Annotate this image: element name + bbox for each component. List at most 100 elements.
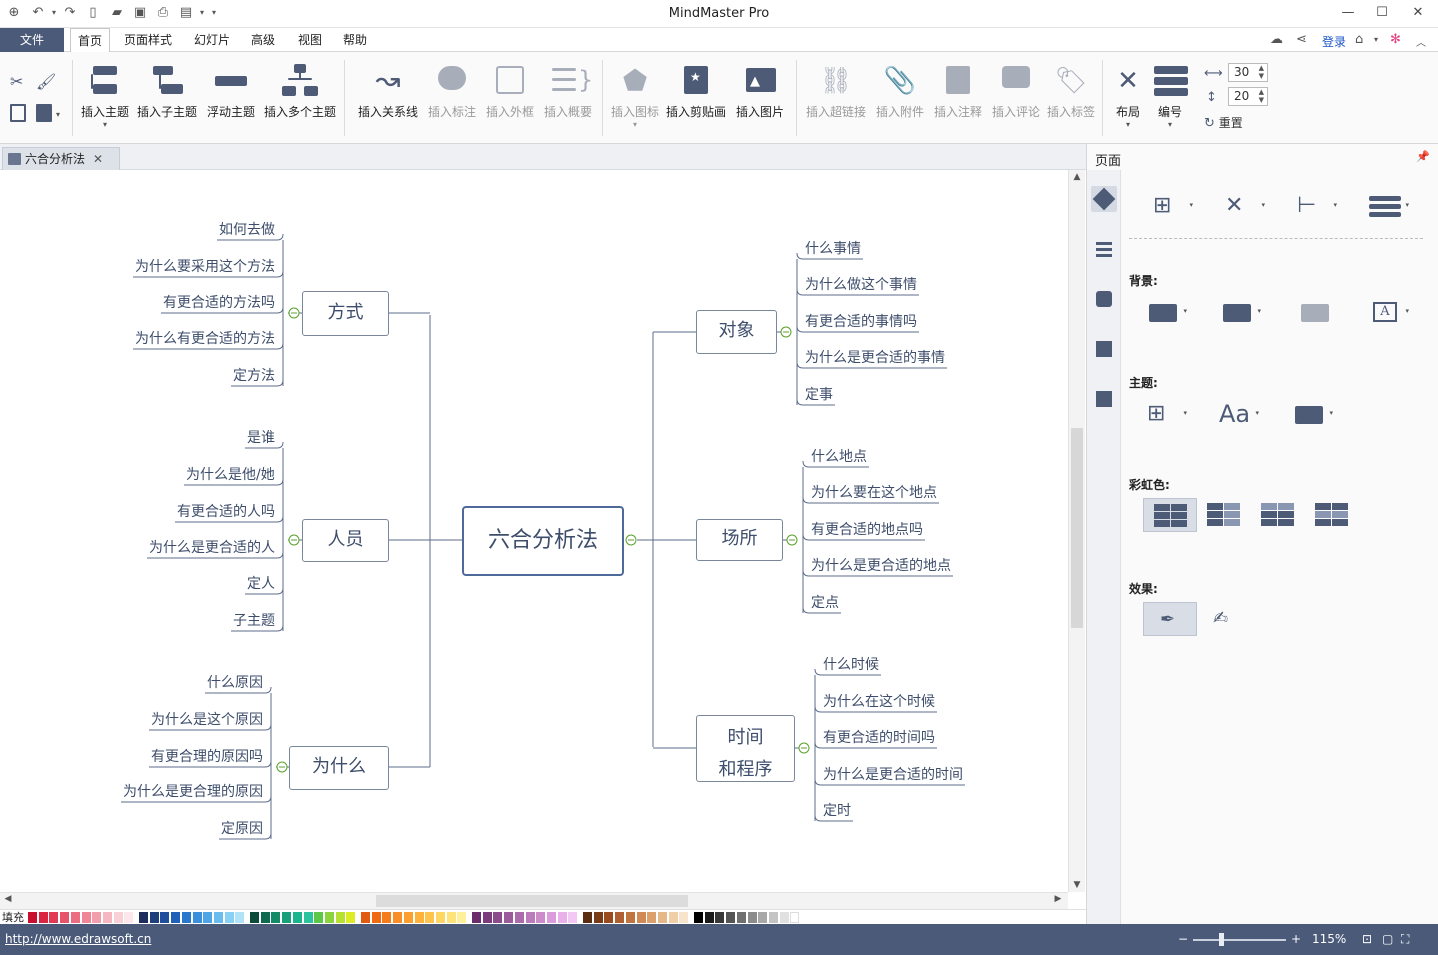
insert-topic-button[interactable]: 插入主题 ▾ [78, 60, 132, 138]
subtopic[interactable]: 什么原因 [207, 675, 263, 691]
subtopic[interactable]: 为什么有更合适的方法 [135, 331, 275, 347]
pin-pane-icon[interactable]: 📌 [1416, 150, 1430, 163]
subtopic[interactable]: 什么地点 [811, 449, 867, 465]
skin-icon[interactable]: ⌂ [1355, 32, 1364, 47]
main-topic-2-right[interactable]: 场所 [696, 519, 783, 561]
share-icon[interactable]: ⋖ [1296, 32, 1307, 47]
color-swatch[interactable] [736, 912, 746, 923]
insert-callout-button[interactable]: 插入标注 [424, 60, 480, 138]
theme-button[interactable]: ⊞▾ [1147, 401, 1187, 426]
paste-dropdown-icon[interactable]: ▾ [56, 110, 61, 119]
layout-style-cross[interactable]: ✕▾ [1225, 193, 1265, 218]
watermark-button[interactable]: A▾ [1359, 294, 1411, 330]
color-swatch[interactable] [235, 912, 245, 923]
color-swatch[interactable] [382, 912, 392, 923]
main-topic-2-left[interactable]: 人员 [302, 519, 389, 562]
fit-page-icon[interactable]: ⊡ [1362, 932, 1373, 946]
color-swatch[interactable] [414, 912, 424, 923]
color-swatch[interactable] [203, 912, 213, 923]
zoom-slider-handle[interactable] [1219, 933, 1224, 946]
vertical-scrollbar[interactable]: ▲ ▼ [1068, 170, 1085, 892]
subtopic[interactable]: 有更合适的事情吗 [805, 314, 917, 330]
tab-page-style[interactable]: 页面样式 [124, 33, 173, 47]
subtopic[interactable]: 是谁 [247, 430, 275, 446]
color-swatch[interactable] [493, 912, 503, 923]
insert-hyperlink-button[interactable]: ⛓ 插入超链接 [804, 60, 868, 138]
file-menu[interactable]: 文件 [0, 28, 64, 52]
fit-width-icon[interactable]: ▢ [1382, 932, 1394, 946]
skin-dropdown-icon[interactable]: ▾ [1374, 35, 1379, 44]
main-topic-3-left[interactable]: 为什么 [289, 746, 389, 790]
insert-multiple-topics-button[interactable]: 插入多个主题 [262, 60, 338, 138]
subtopic[interactable]: 为什么是更合适的时间 [823, 767, 963, 783]
subtopic[interactable]: 为什么是更合适的地点 [811, 558, 951, 574]
insert-image-button[interactable]: ▲ 插入图片 [732, 60, 788, 138]
color-swatch[interactable] [260, 912, 270, 923]
color-swatch[interactable] [160, 912, 170, 923]
subtopic[interactable]: 定时 [823, 803, 851, 819]
subtopic[interactable]: 定人 [247, 576, 275, 592]
tab-home[interactable]: 首页 [70, 28, 111, 53]
tab-help[interactable]: 帮助 [343, 33, 368, 47]
insert-subtopic-button[interactable]: 插入子主题 [134, 60, 200, 138]
numbering-dropdown-icon[interactable]: ▾ [1167, 120, 1172, 129]
export-icon[interactable]: ▤ [179, 5, 193, 20]
insert-icon-dropdown-icon[interactable]: ▾ [632, 120, 637, 129]
subtopic[interactable]: 有更合适的地点吗 [811, 522, 923, 538]
main-topic-1-left[interactable]: 方式 [302, 291, 389, 336]
subtopic[interactable]: 为什么是他/她 [186, 467, 275, 483]
subtopic[interactable]: 有更合理的原因吗 [151, 749, 263, 765]
subtopic[interactable]: 为什么在这个时候 [823, 694, 935, 710]
color-swatch[interactable] [482, 912, 492, 923]
color-swatch[interactable] [70, 912, 80, 923]
color-swatch[interactable] [81, 912, 91, 923]
subtopic[interactable]: 为什么是这个原因 [151, 712, 263, 728]
color-swatch[interactable] [435, 912, 445, 923]
color-swatch[interactable] [472, 912, 481, 923]
clipart-panel-icon[interactable] [1091, 336, 1117, 362]
color-swatch[interactable] [568, 912, 578, 923]
subtopic[interactable]: 为什么做这个事情 [805, 277, 917, 293]
color-swatch[interactable] [790, 912, 800, 923]
background-color-button[interactable]: ▾ [1137, 294, 1189, 330]
tab-advanced[interactable]: 高级 [251, 33, 276, 47]
zoom-slider[interactable] [1193, 933, 1286, 946]
subtopic[interactable]: 为什么是更合适的事情 [805, 350, 945, 366]
color-swatch[interactable] [393, 912, 403, 923]
subtopic[interactable]: 什么事情 [805, 241, 861, 257]
subtopic[interactable]: 有更合适的人吗 [177, 504, 275, 520]
rainbow-option-4[interactable] [1305, 498, 1359, 532]
insert-boundary-button[interactable]: 插入外框 [482, 60, 538, 138]
subtopic[interactable]: 为什么要采用这个方法 [135, 259, 275, 275]
page-style-icon[interactable] [1091, 186, 1117, 212]
horizontal-scroll-thumb[interactable] [376, 895, 688, 907]
export-dropdown-icon[interactable]: ▾ [199, 8, 204, 17]
color-swatch[interactable] [92, 912, 102, 923]
color-swatch[interactable] [514, 912, 524, 923]
cut-icon[interactable]: ✂ [10, 72, 24, 91]
document-tab[interactable]: 六合分析法 ✕ [2, 147, 120, 170]
color-swatch[interactable] [557, 912, 567, 923]
scroll-down-icon[interactable]: ▼ [1073, 880, 1081, 890]
open-file-icon[interactable]: ▰ [112, 5, 122, 20]
color-swatch[interactable] [346, 912, 356, 923]
color-swatch[interactable] [149, 912, 159, 923]
color-swatch[interactable] [403, 912, 413, 923]
login-link[interactable]: 登录 [1322, 35, 1347, 49]
theme-font-button[interactable]: Aa▾ [1219, 400, 1259, 428]
numbering-button[interactable]: 编号 ▾ [1148, 60, 1192, 138]
horizontal-scrollbar[interactable]: ◀ ▶ [0, 892, 1068, 909]
color-swatch[interactable] [546, 912, 556, 923]
color-swatch[interactable] [292, 912, 302, 923]
color-swatch[interactable] [425, 912, 435, 923]
customize-quick-access-icon[interactable]: ▾ [211, 8, 216, 17]
subtopic[interactable]: 有更合适的时间吗 [823, 730, 935, 746]
effect-hand-drawn-off[interactable]: ✒ [1143, 602, 1197, 636]
website-link[interactable]: http://www.edrawsoft.cn [5, 932, 152, 946]
color-swatch[interactable] [250, 912, 259, 923]
color-swatch[interactable] [371, 912, 381, 923]
main-topic-1-right[interactable]: 对象 [696, 310, 777, 354]
insert-icon-button[interactable]: ⬟ 插入图标 ▾ [608, 60, 662, 138]
insert-summary-button[interactable]: } 插入概要 [540, 60, 596, 138]
redo-icon[interactable]: ↷ [64, 5, 76, 20]
